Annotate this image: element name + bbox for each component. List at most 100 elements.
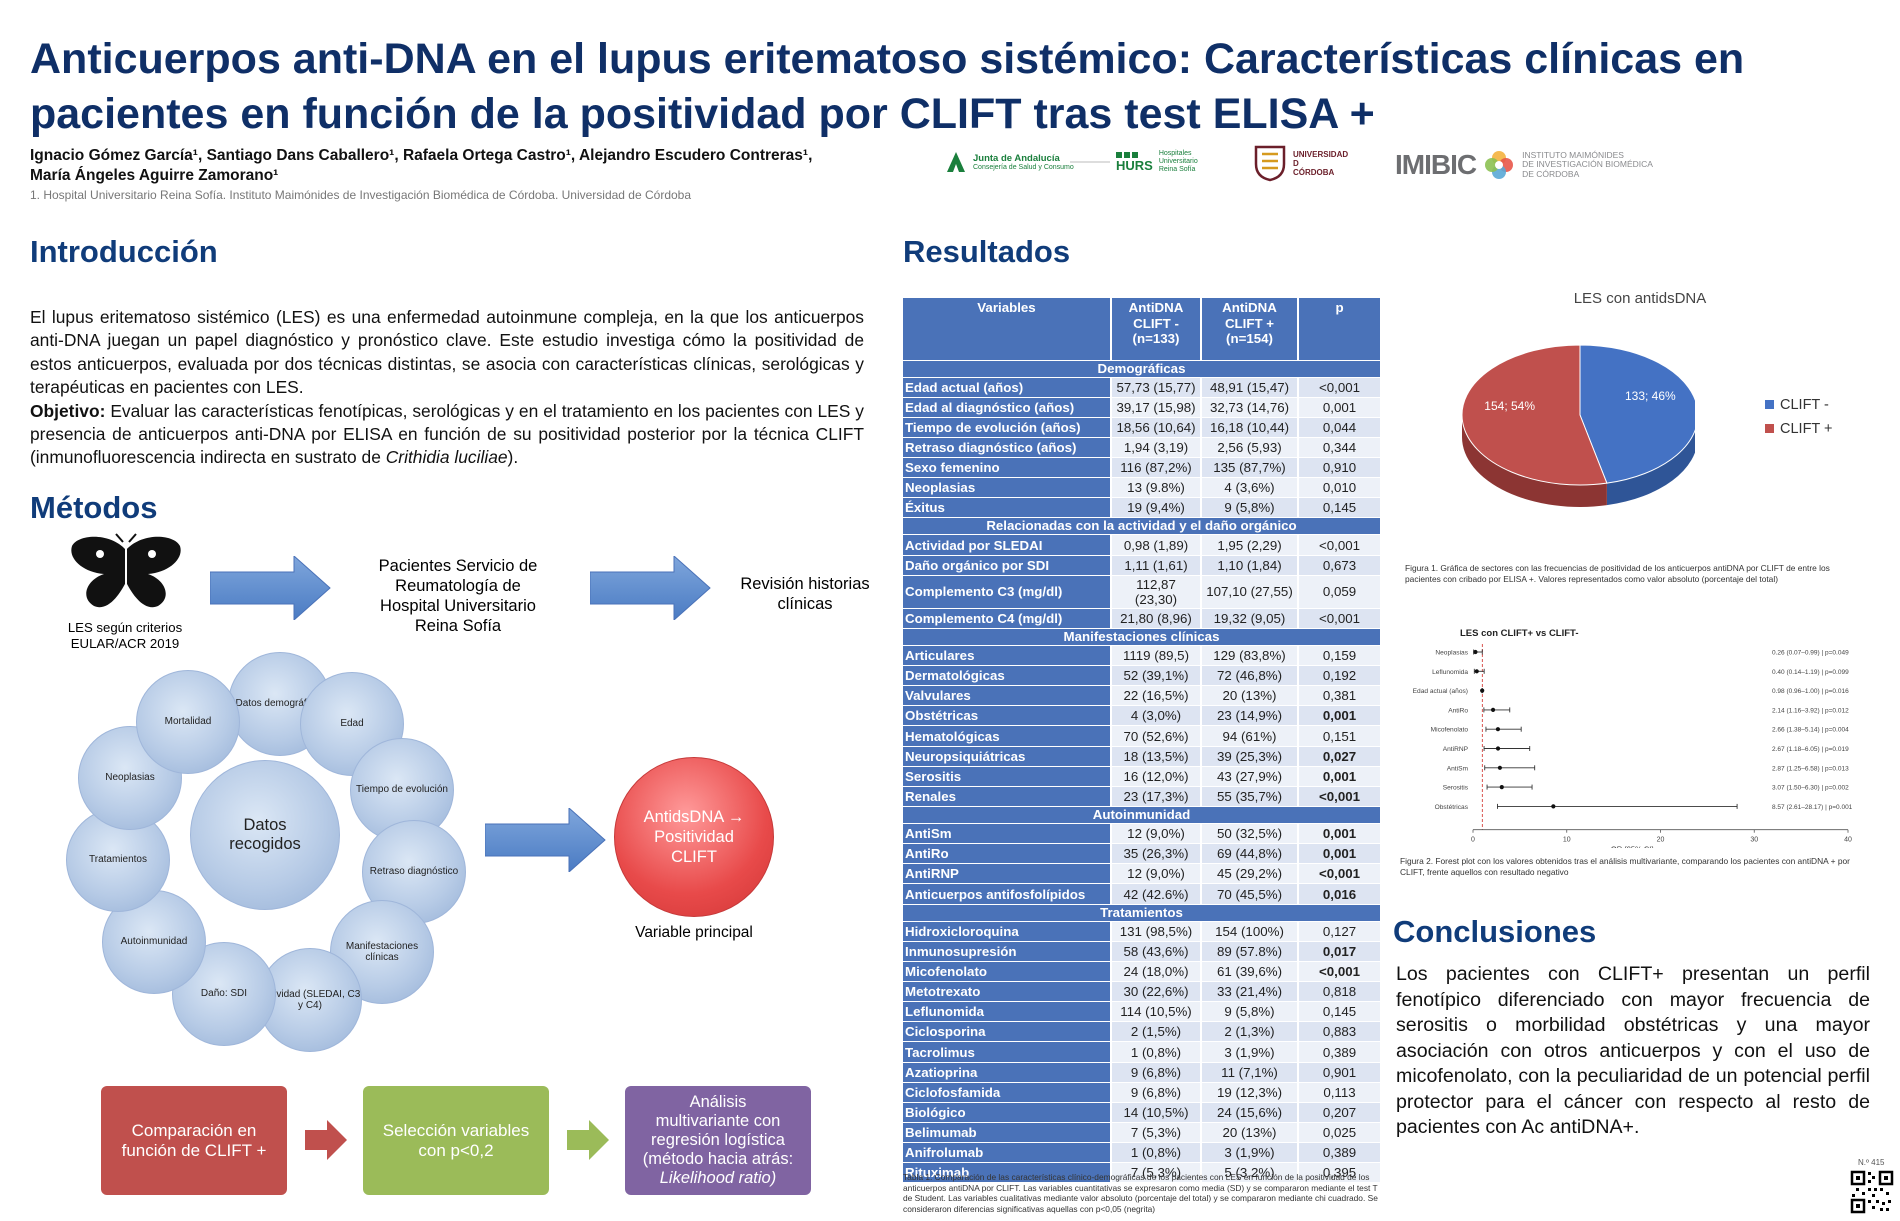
box1-line-1: Comparación en [131, 1121, 257, 1140]
table-cell-p: 0,395 [1298, 1162, 1382, 1184]
table-cell-variable: Azatioprina [903, 1062, 1112, 1083]
forest-point [1495, 746, 1501, 751]
forest-row-label: AntiRo [1448, 707, 1468, 714]
hurs-bars-icon [1116, 151, 1153, 158]
forest-x-tick-label: 0 [1471, 837, 1475, 844]
table-cell-clift-neg: 131 (98,5%) [1111, 921, 1202, 942]
butterfly-label-1: LES según criterios [67, 620, 183, 635]
table-cell-clift-pos: 4 (3,6%) [1201, 477, 1299, 499]
table-cell-clift-pos: 135 (87,7%) [1201, 457, 1299, 479]
table-cell-clift-neg: 58 (43,6%) [1111, 941, 1202, 962]
forest-row-label: Serositis [1443, 785, 1469, 792]
table-cell-p: 0,151 [1298, 725, 1382, 747]
table-section-title: Manifestaciones clínicas [903, 628, 1382, 646]
box3-line-3: regresión logística [651, 1131, 785, 1149]
junta-sub: Consejería de Salud y Consumo [973, 164, 1074, 171]
table-cell-variable: AntiSm [903, 823, 1112, 845]
table-row: Retraso diagnóstico (años)1,94 (3,19)2,5… [903, 437, 1382, 459]
table-section-title: Autoinmunidad [903, 806, 1382, 825]
table-cell-clift-pos: 1,95 (2,29) [1201, 534, 1299, 556]
table-section-title: Relacionadas con la actividad y el daño … [903, 517, 1382, 536]
review-line-1: Revisión historias [740, 575, 870, 593]
table-cell-p: <0,001 [1298, 377, 1382, 398]
table-cell-clift-neg: 112,87 (23,30) [1111, 575, 1202, 609]
forest-plot: LES con CLIFT+ vs CLIFT-010203040OR (95%… [1413, 628, 1853, 848]
circle-manifestaciones-clinicas: Manifestaciones clínicas [330, 900, 434, 1004]
table-cell-variable: Micofenolato [903, 961, 1112, 983]
table-section-row: Relacionadas con la actividad y el daño … [903, 517, 1382, 536]
table-cell-clift-pos: 48,91 (15,47) [1201, 377, 1299, 398]
table-cell-p: <0,001 [1298, 961, 1382, 983]
hurs-logo: HURS Hospitales Universitario Reina Sofí… [1070, 150, 1198, 174]
table-cell-clift-neg: 42 (42.6%) [1111, 883, 1202, 905]
forest-row-value: 2.67 (1.18–6.05) | p=0.019 [1772, 746, 1849, 753]
authors-line-2: María Ángeles Aguirre Zamorano¹ [30, 167, 279, 184]
antidsdna-clift-circle: AntidsDNA → Positividad CLIFT [614, 757, 774, 917]
table-cell-clift-neg: 1,94 (3,19) [1111, 437, 1202, 459]
poster-title: Anticuerpos anti-DNA en el lupus eritema… [30, 35, 1745, 138]
box3-line-1: Análisis [689, 1093, 747, 1111]
table-cell-clift-neg: 114 (10,5%) [1111, 1001, 1202, 1023]
table-cell-p: <0,001 [1298, 786, 1382, 808]
circle-autoinmunidad: Autoinmunidad [102, 890, 206, 994]
table-cell-clift-pos: 69 (44,8%) [1201, 843, 1299, 865]
table-cell-clift-pos: 2 (1,3%) [1201, 1021, 1299, 1043]
table-cell-variable: Edad actual (años) [903, 377, 1112, 398]
table-cell-clift-neg: 30 (22,6%) [1111, 981, 1202, 1003]
patients-text: Pacientes Servicio de Reumatología de Ho… [360, 556, 556, 636]
table-cell-p: 0,044 [1298, 417, 1382, 438]
table-cell-clift-pos: 11 (7,1%) [1201, 1062, 1299, 1083]
pie-legend: CLIFT - CLIFT + [1765, 393, 1833, 441]
table-cell-variable: Ciclofosfamida [903, 1082, 1112, 1103]
red-line-2: Positividad [654, 828, 734, 846]
table-row: Tiempo de evolución (años)18,56 (10,64)1… [903, 417, 1382, 438]
center-line-2: recogidos [229, 835, 301, 853]
table-cell-clift-neg: 12 (9,0%) [1111, 863, 1202, 885]
table-cell-variable: Éxitus [903, 497, 1112, 519]
table-cell-clift-pos: 39 (25,3%) [1201, 746, 1299, 767]
qr-code-icon [1850, 1170, 1894, 1214]
hurs-name: HURS [1116, 157, 1153, 173]
table-cell-clift-pos: 154 (100%) [1201, 921, 1299, 942]
variable-principal-label: Variable principal [635, 924, 753, 941]
table-cell-clift-neg: 4 (3,0%) [1111, 705, 1202, 727]
table-cell-variable: Neuropsiquiátricas [903, 746, 1112, 767]
forest-row-value: 2.66 (1.38–5.14) | p=0.004 [1772, 727, 1849, 734]
table-cell-p: 0,818 [1298, 981, 1382, 1003]
objective-italic: Crithidia luciliae [385, 447, 508, 468]
table-cell-clift-pos: 55 (35,7%) [1201, 786, 1299, 808]
table-cell-clift-pos: 32,73 (14,76) [1201, 397, 1299, 418]
multivariate-box: Análisis multivariante con regresión log… [625, 1086, 811, 1195]
table-cell-p: 0,207 [1298, 1102, 1382, 1124]
forest-row-label: Leflunomida [1432, 669, 1468, 676]
table-cell-clift-neg: 24 (18,0%) [1111, 961, 1202, 983]
table-cell-p: <0,001 [1298, 863, 1382, 885]
table-cell-variable: Complemento C4 (mg/dl) [903, 608, 1112, 629]
forest-x-tick-label: 40 [1844, 837, 1852, 844]
table-cell-variable: Sexo femenino [903, 457, 1112, 479]
table-cell-p: 0,159 [1298, 645, 1382, 667]
table-cell-clift-neg: 12 (9,0%) [1111, 823, 1202, 845]
uco-line-1: UNIVERSIDAD [1293, 149, 1349, 159]
table-cell-variable: Retraso diagnóstico (años) [903, 437, 1112, 459]
table-cell-p: 0,059 [1298, 575, 1382, 609]
hurs-line-1: Hospitales [1158, 150, 1192, 157]
results-table: Variables AntiDNA CLIFT - (n=133) AntiDN… [903, 298, 1382, 1184]
table-cell-variable: Obstétricas [903, 705, 1112, 727]
patients-line-4: Reina Sofía [414, 617, 502, 635]
review-text: Revisión historias clínicas [720, 574, 890, 614]
box3-line-4: (método hacia atrás: [642, 1150, 794, 1168]
table-cell-clift-pos: 45 (29,2%) [1201, 863, 1299, 885]
forest-row-value: 0.40 (0.14–1.19) | p=0.099 [1772, 669, 1849, 676]
table-cell-variable: Anticuerpos antifosfolípidos [903, 883, 1112, 905]
